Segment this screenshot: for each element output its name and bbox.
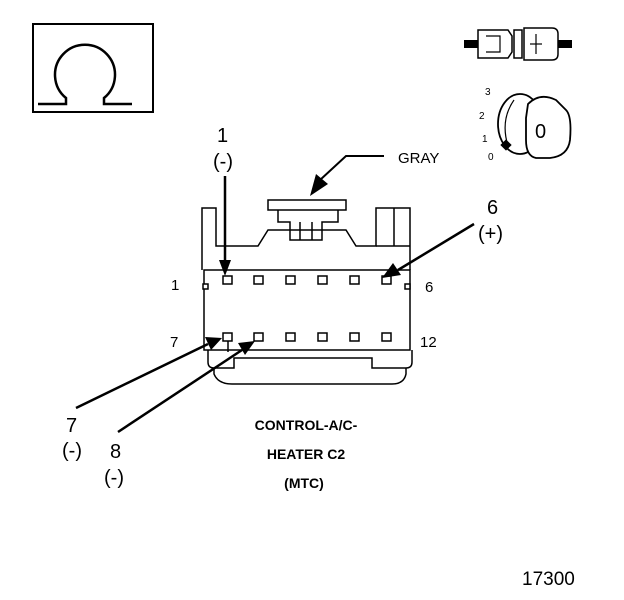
connector-name-line1: CONTROL-A/C- <box>255 417 358 433</box>
callout-6-polarity: (+) <box>478 223 503 245</box>
ohmmeter-symbol <box>32 23 154 113</box>
callout-6-pin: 6 <box>487 197 498 219</box>
pin-label-bottom-right: 12 <box>420 334 437 351</box>
callout-1-pin: 1 <box>217 125 228 147</box>
cavity-8 <box>253 332 264 342</box>
callout-pin-6: 6 (+) <box>382 197 503 278</box>
pin-label-top-left: 1 <box>171 277 179 294</box>
key-position-2: 2 <box>479 111 485 122</box>
figure-number: 17300 <box>522 569 575 590</box>
wire-color-label: GRAY <box>398 150 439 167</box>
key-switch-icon: 3 2 1 0 0 <box>479 87 572 163</box>
pin-cavities <box>202 275 411 342</box>
callout-7-pin: 7 <box>66 415 77 437</box>
key-position-0: 0 <box>488 152 494 163</box>
cavity-12 <box>381 332 392 342</box>
callout-1-polarity: (-) <box>213 151 233 173</box>
connector-plug-icon <box>464 27 572 61</box>
callout-pin-8: 8 (-) <box>104 341 255 489</box>
connector-c2-body <box>201 199 413 385</box>
cavity-1 <box>222 275 233 285</box>
key-selected-position: 0 <box>535 121 546 143</box>
pin-label-bottom-left: 7 <box>170 334 178 351</box>
cavity-4 <box>317 275 328 285</box>
cavity-10 <box>317 332 328 342</box>
callout-8-polarity: (-) <box>104 467 124 489</box>
key-position-3: 3 <box>485 87 491 98</box>
ohm-symbol-icon <box>38 43 132 106</box>
callout-8-pin: 8 <box>110 441 121 463</box>
cavity-2 <box>253 275 264 285</box>
key-position-1: 1 <box>482 134 488 145</box>
cavity-3 <box>285 275 296 285</box>
cavity-7 <box>222 332 233 342</box>
callout-pin-7: 7 (-) <box>62 337 222 462</box>
connector-name-line2: HEATER C2 <box>267 446 346 462</box>
callout-pin-1: 1 (-) <box>213 125 233 276</box>
cavity-11 <box>349 332 360 342</box>
cavity-9 <box>285 332 296 342</box>
callout-7-polarity: (-) <box>62 440 82 462</box>
wire-color-arrow <box>310 155 384 196</box>
connector-name-line3: (MTC) <box>284 475 324 491</box>
pin-label-top-right: 6 <box>425 279 433 296</box>
cavity-5 <box>349 275 360 285</box>
